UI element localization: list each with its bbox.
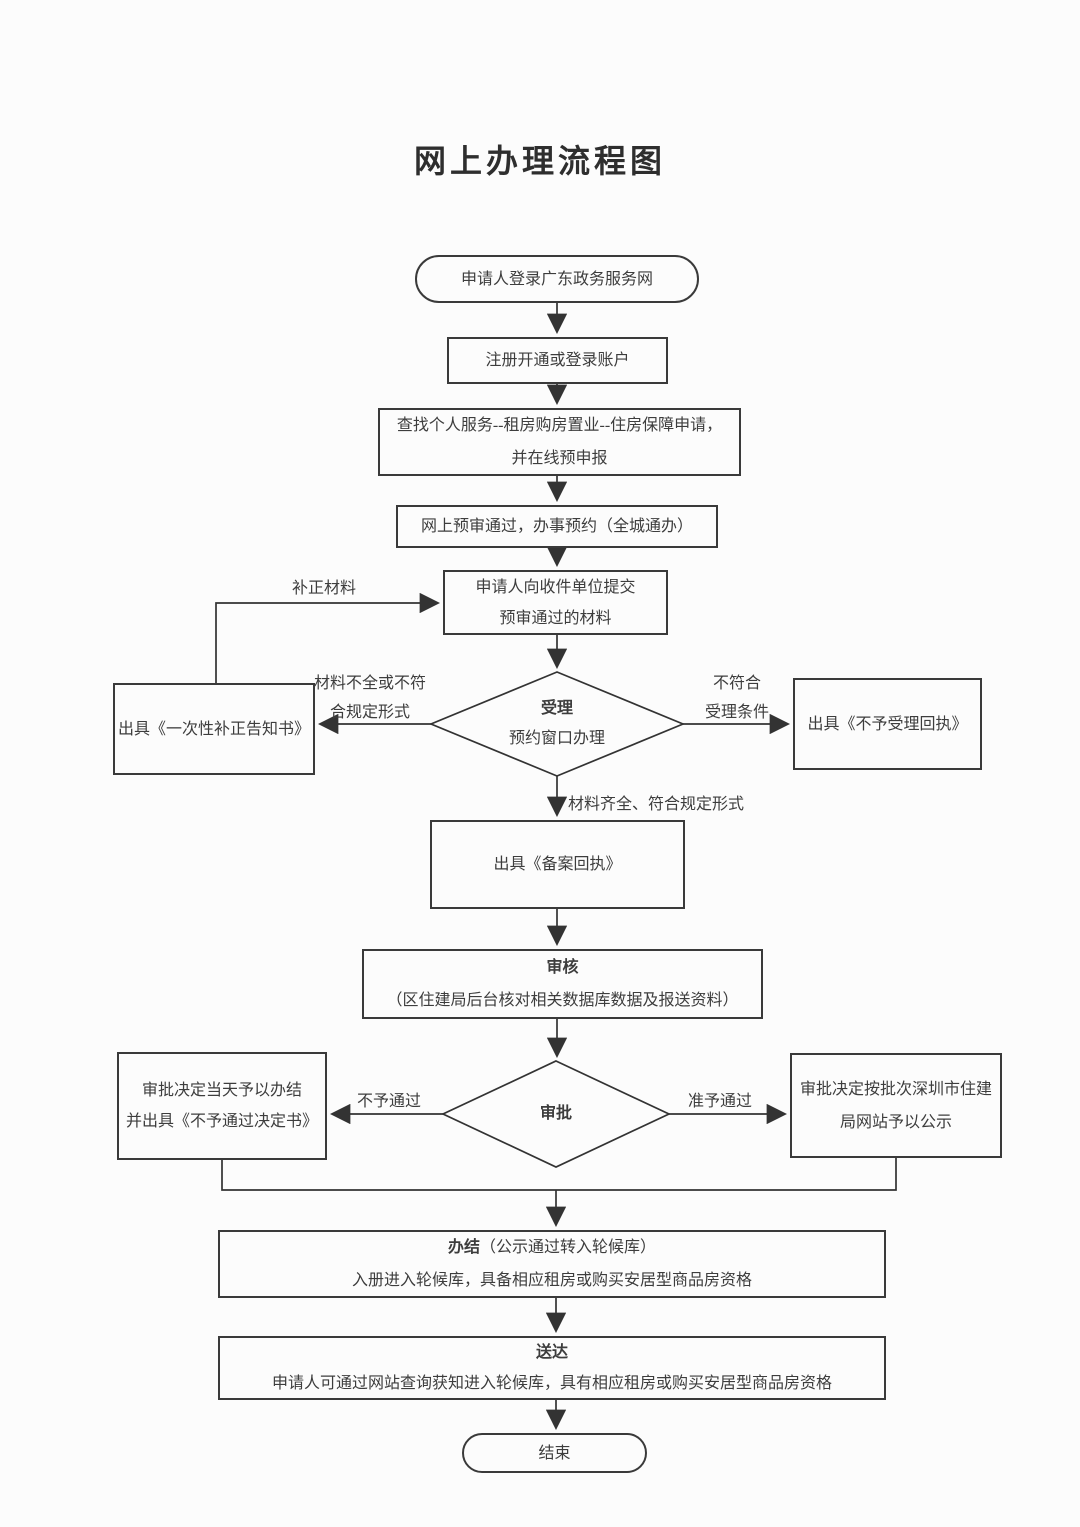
node-complete-title: 办结	[447, 1239, 480, 1256]
node-precheck: 网上预审通过，办事预约（全城通办）	[396, 505, 718, 548]
edge-label-correction-materials: 补正材料	[292, 580, 357, 597]
node-approval-decision: 审批	[443, 1061, 669, 1167]
node-record-receipt: 出具《备案回执》	[430, 820, 685, 909]
node-end: 结束	[462, 1433, 647, 1473]
node-review: 审核 （区住建局后台核对相关数据库数据及报送资料）	[362, 949, 763, 1019]
approval-diamond-shape	[440, 1060, 672, 1168]
edge-label-not-approved: 不予通过	[357, 1093, 422, 1110]
node-publicity: 审批决定按批次深圳市住建 局网站予以公示	[790, 1053, 1002, 1158]
node-complete-line2: 入册进入轮候库，具备相应租房或购买安居型商品房资格	[351, 1272, 752, 1289]
node-search-line1: 查找个人服务--租房购房置业--住房保障申请，	[396, 417, 723, 434]
node-correction-notice: 出具《一次性补正告知书》	[113, 683, 315, 775]
node-end-label: 结束	[538, 1444, 571, 1462]
node-delivery-line2: 申请人可通过网站查询获知进入轮候库，具有相应租房或购买安居型商品房资格	[271, 1375, 832, 1392]
node-register: 注册开通或登录账户	[447, 337, 668, 384]
edge-label-unqualified-line2: 受理条件	[704, 704, 769, 721]
edge-label-approved: 准予通过	[688, 1093, 753, 1110]
node-deny-line1: 审批决定当天予以办结	[141, 1082, 302, 1099]
node-publicity-line1: 审批决定按批次深圳市住建	[799, 1080, 992, 1098]
node-reject-receipt: 出具《不予受理回执》	[793, 678, 982, 770]
node-submit: 申请人向收件单位提交 预审通过的材料	[443, 570, 668, 635]
node-complete-title-rest: （公示通过转入轮候库）	[480, 1239, 657, 1256]
edge-merge-line	[221, 1158, 897, 1191]
connectors	[215, 303, 897, 1431]
node-delivery-title: 送达	[535, 1344, 568, 1361]
edge-label-incomplete: 材料不全或不符 合规定形式	[306, 669, 434, 727]
node-register-label: 注册开通或登录账户	[485, 352, 630, 369]
edge-label-incomplete-line2: 合规定形式	[329, 704, 410, 721]
node-accept-decision: 受理 预约窗口办理	[431, 672, 683, 776]
node-reject-label: 出具《不予受理回执》	[807, 715, 968, 733]
page-title: 网上办理流程图	[413, 143, 666, 179]
node-deny-line2: 并出具《不予通过决定书》	[125, 1113, 318, 1130]
node-complete-line1: 办结（公示通过转入轮候库）	[448, 1231, 656, 1264]
node-delivery: 送达 申请人可通过网站查询获知进入轮候库，具有相应租房或购买安居型商品房资格	[218, 1336, 886, 1400]
node-review-title: 审核	[546, 959, 579, 976]
edge-label-unqualified-line1: 不符合	[712, 675, 761, 692]
node-search: 查找个人服务--租房购房置业--住房保障申请， 并在线预申报	[378, 408, 741, 476]
node-record-label: 出具《备案回执》	[493, 856, 622, 873]
node-publicity-line2: 局网站予以公示	[839, 1113, 952, 1131]
edge-label-incomplete-line1: 材料不全或不符	[313, 675, 426, 692]
node-start: 申请人登录广东政务服务网	[415, 255, 699, 303]
node-complete: 办结（公示通过转入轮候库） 入册进入轮候库，具备相应租房或购买安居型商品房资格	[218, 1230, 886, 1298]
node-accept-subtitle: 预约窗口办理	[508, 730, 605, 747]
edge-label-unqualified: 不符合 受理条件	[677, 669, 797, 727]
node-approval-title: 审批	[539, 1105, 572, 1122]
node-submit-line2: 预审通过的材料	[499, 609, 612, 627]
node-search-line2: 并在线预申报	[511, 450, 608, 467]
node-precheck-label: 网上预审通过，办事预约（全城通办）	[420, 518, 693, 535]
edge-correction-loop	[215, 592, 441, 683]
node-correction-label: 出具《一次性补正告知书》	[117, 720, 310, 738]
node-review-subtitle: （区住建局后台核对相关数据库数据及报送资料）	[386, 992, 739, 1009]
accept-diamond-shape	[428, 671, 686, 777]
node-submit-line1: 申请人向收件单位提交	[475, 578, 636, 596]
node-deny-result: 审批决定当天予以办结 并出具《不予通过决定书》	[117, 1052, 327, 1160]
node-accept-title: 受理	[540, 700, 573, 717]
node-start-label: 申请人登录广东政务服务网	[460, 270, 653, 288]
edge-label-complete-materials: 材料齐全、符合规定形式	[568, 796, 745, 813]
